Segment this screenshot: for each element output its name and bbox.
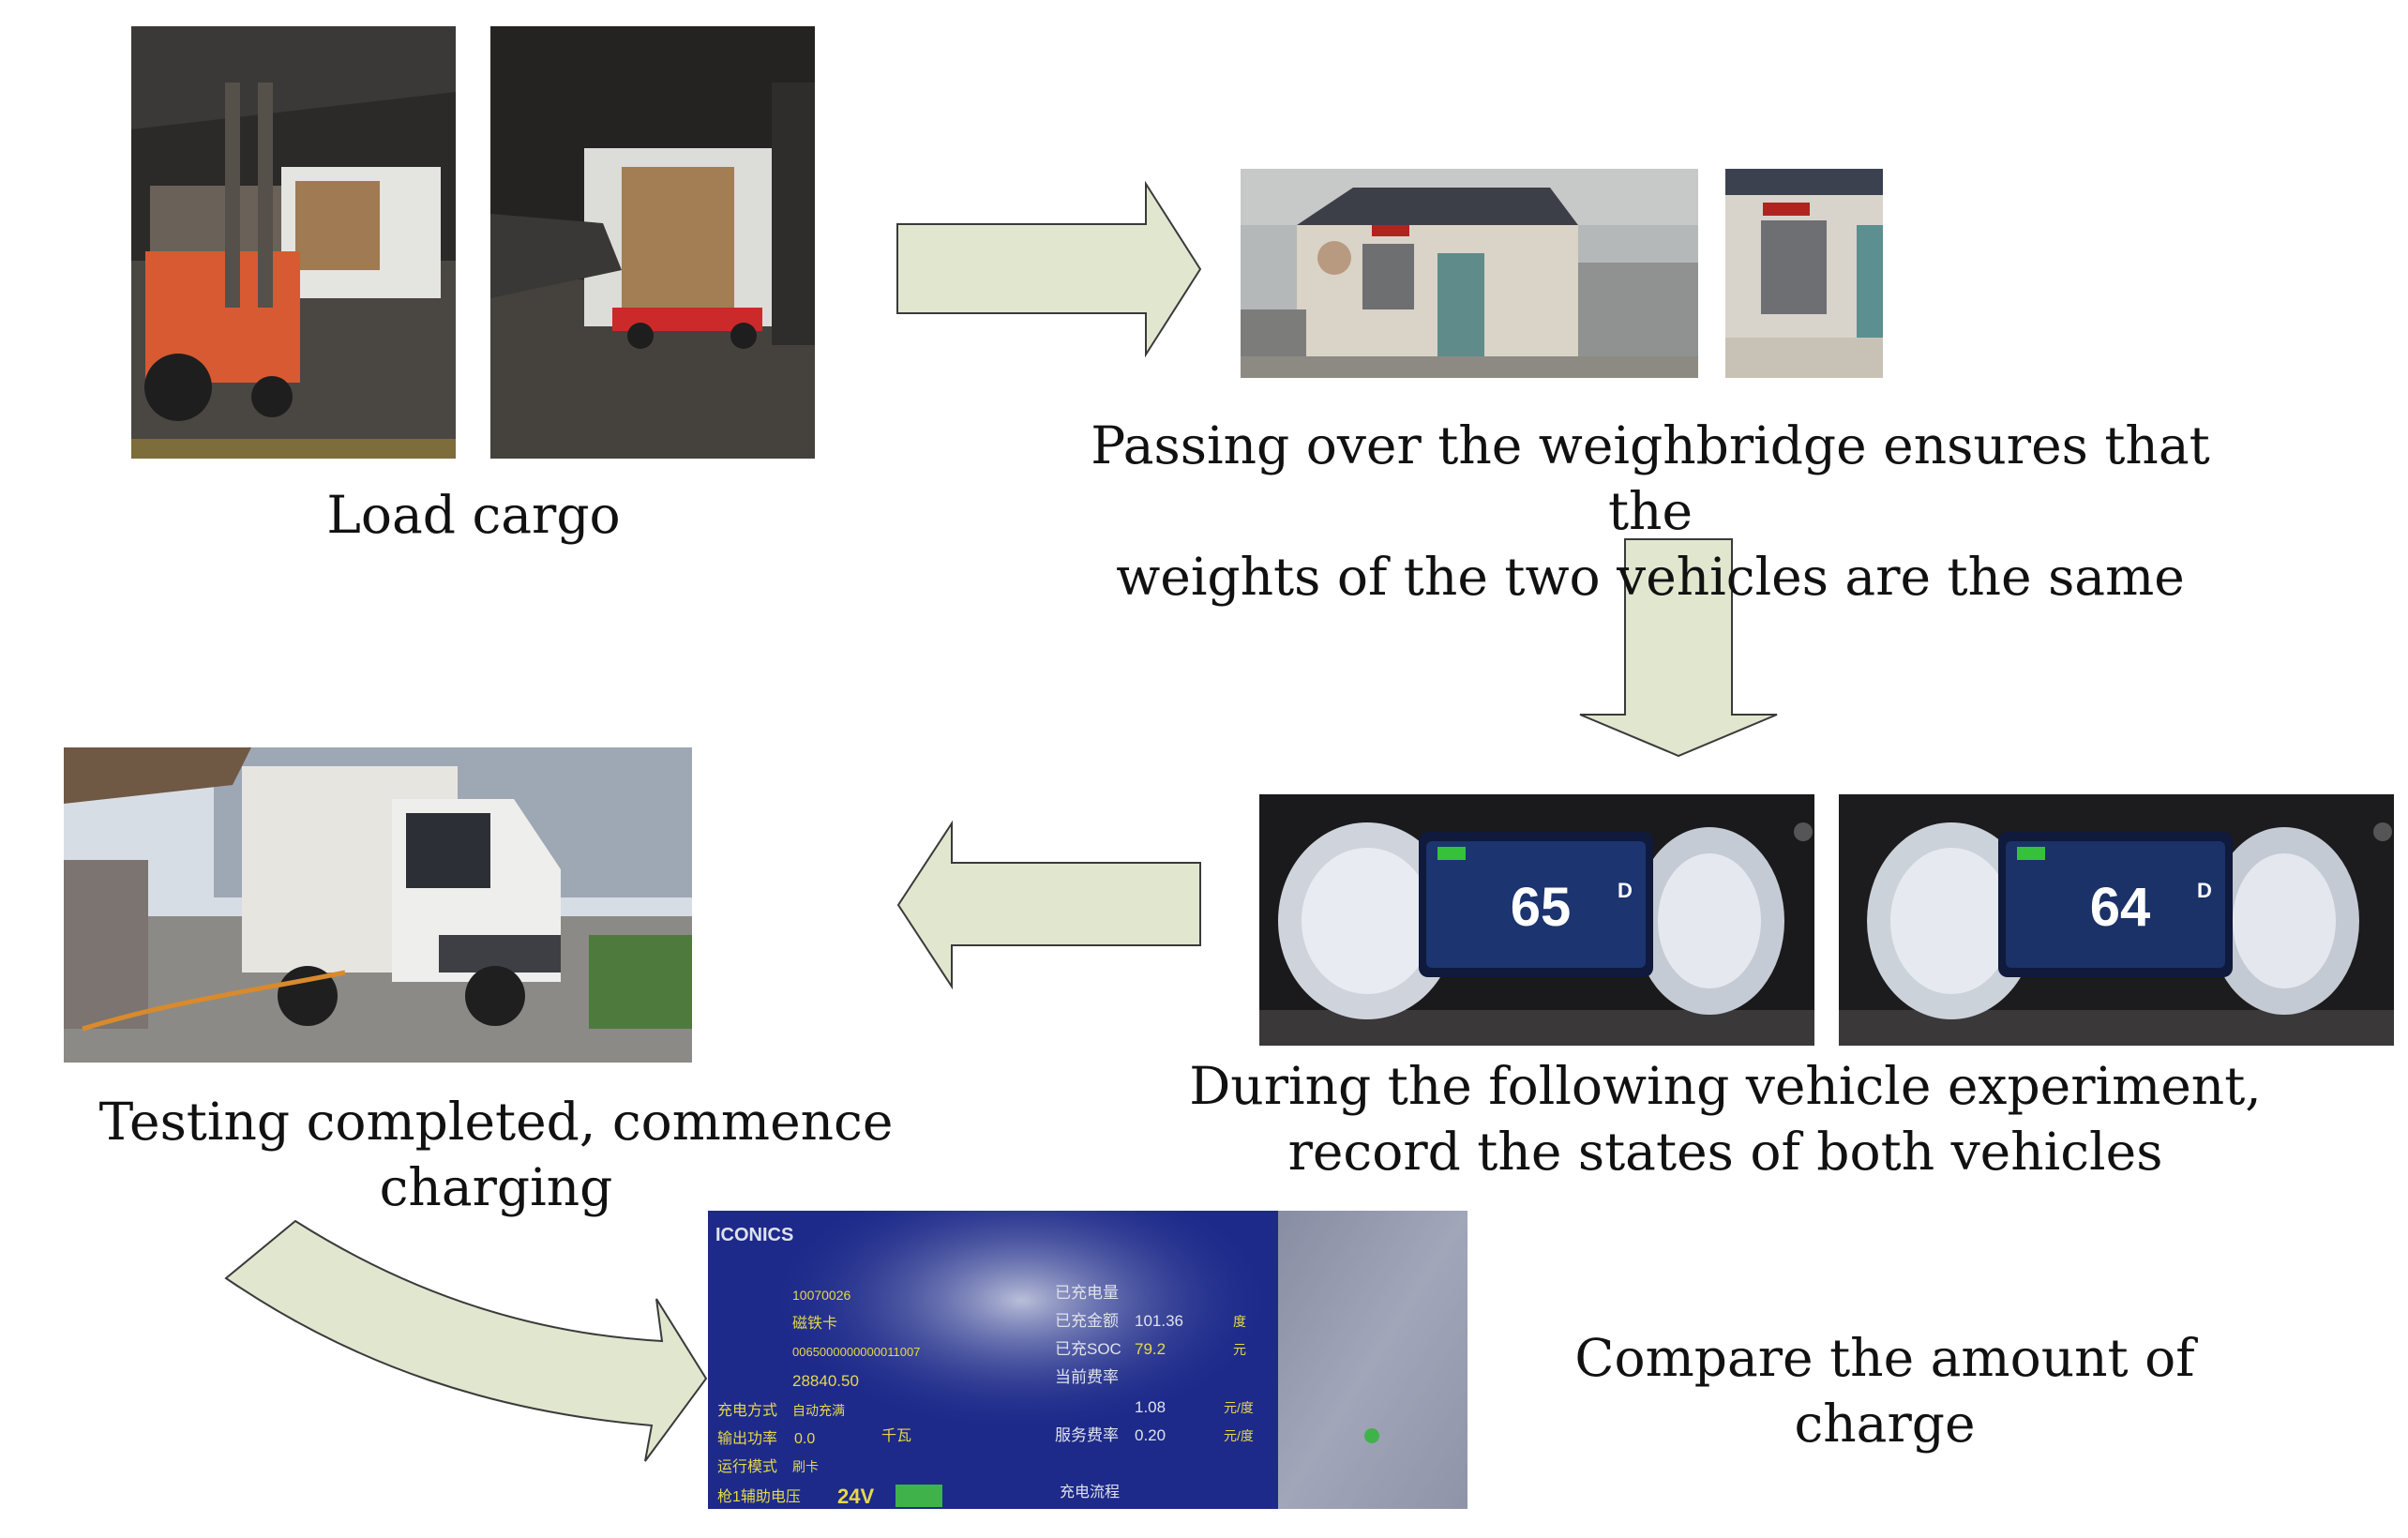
photo-dashboard-following-vehicle: 64 D xyxy=(1839,794,2394,1046)
charger-right-value: 79.2 xyxy=(1135,1340,1166,1358)
caption-load-cargo: Load cargo xyxy=(281,482,666,548)
charger-right-unit: 度 xyxy=(1233,1314,1246,1329)
charger-right-unit: 元/度 xyxy=(1224,1428,1254,1443)
photo-charger-screen-side xyxy=(1278,1211,1467,1509)
arrow-down xyxy=(1579,538,1778,758)
caption-line: Passing over the weighbridge ensures tha… xyxy=(1091,415,2210,541)
caption-experiment: During the following vehicle experiment,… xyxy=(1172,1053,2279,1184)
charger-right-label: 已充金额 xyxy=(1055,1312,1119,1330)
charger-right-unit: 元 xyxy=(1233,1342,1246,1357)
caption-compare-charge: Compare the amount of charge xyxy=(1486,1325,2283,1456)
caption-line: Load cargo xyxy=(326,485,621,545)
charger-left-label: 运行模式 xyxy=(717,1458,777,1475)
charger-right-value: 1.08 xyxy=(1135,1398,1166,1416)
charger-brand: ICONICS xyxy=(715,1225,793,1245)
charger-left-value: 0065000000000011007 xyxy=(792,1345,920,1359)
charger-left-label: 充电方式 xyxy=(717,1402,777,1419)
charger-left-label: 枪1辅助电压 xyxy=(717,1488,801,1505)
charger-right-value: 101.36 xyxy=(1135,1312,1183,1330)
caption-line: record the states of both vehicles xyxy=(1287,1122,2163,1182)
caption-line: weights of the two vehicles are the same xyxy=(1116,547,2185,607)
caption-charging: Testing completed, commence charging xyxy=(13,1089,979,1220)
caption-line: Testing completed, commence charging xyxy=(98,1092,894,1217)
charger-right-value: 0.20 xyxy=(1135,1426,1166,1444)
photo-weighbridge-window xyxy=(1725,169,1883,378)
charger-left-value: 10070026 xyxy=(792,1288,851,1303)
charger-left-label: 自动充满 xyxy=(792,1403,845,1418)
charger-right-label: 当前费率 xyxy=(1055,1368,1119,1386)
caption-line: Compare the amount of charge xyxy=(1574,1328,2195,1454)
charger-left-label: 0.0 xyxy=(794,1431,815,1447)
arrow-curved xyxy=(224,1219,708,1462)
caption-line: During the following vehicle experiment, xyxy=(1189,1056,2262,1116)
photo-charger-screen-main: ICONICS 10070026 磁铁卡 0065000000000011007… xyxy=(708,1211,1278,1509)
charger-right-label: 已充电量 xyxy=(1055,1284,1119,1302)
dashboard-gear-indicator: D xyxy=(2197,879,2212,902)
charger-right-label: 服务费率 xyxy=(1055,1426,1119,1444)
dashboard-speed-readout: 65 xyxy=(1511,877,1572,938)
photo-forklift-loading-2 xyxy=(490,26,815,459)
arrow-right xyxy=(896,180,1202,358)
photo-truck-charging xyxy=(64,747,692,1063)
photo-weighbridge-station xyxy=(1241,169,1698,378)
photo-dashboard-lead-vehicle: 65 D xyxy=(1259,794,1814,1046)
charger-right-label: 已充SOC xyxy=(1055,1340,1121,1358)
charger-left-value: 磁铁卡 xyxy=(792,1315,837,1332)
charger-right-unit: 元/度 xyxy=(1224,1400,1254,1415)
charger-left-value: 28840.50 xyxy=(792,1372,859,1390)
charger-left-label: 24V xyxy=(837,1485,874,1508)
charger-bottom-label: 充电流程 xyxy=(1060,1484,1120,1500)
arrow-left xyxy=(896,820,1201,990)
dashboard-gear-indicator: D xyxy=(1618,879,1633,902)
charger-left-label: 刷卡 xyxy=(792,1459,819,1474)
charger-power-unit: 千瓦 xyxy=(881,1427,911,1444)
charger-left-label: 输出功率 xyxy=(717,1430,777,1447)
caption-weighbridge: Passing over the weighbridge ensures tha… xyxy=(1069,413,2232,610)
photo-forklift-loading-1 xyxy=(131,26,456,459)
dashboard-speed-readout: 64 xyxy=(2090,877,2151,938)
